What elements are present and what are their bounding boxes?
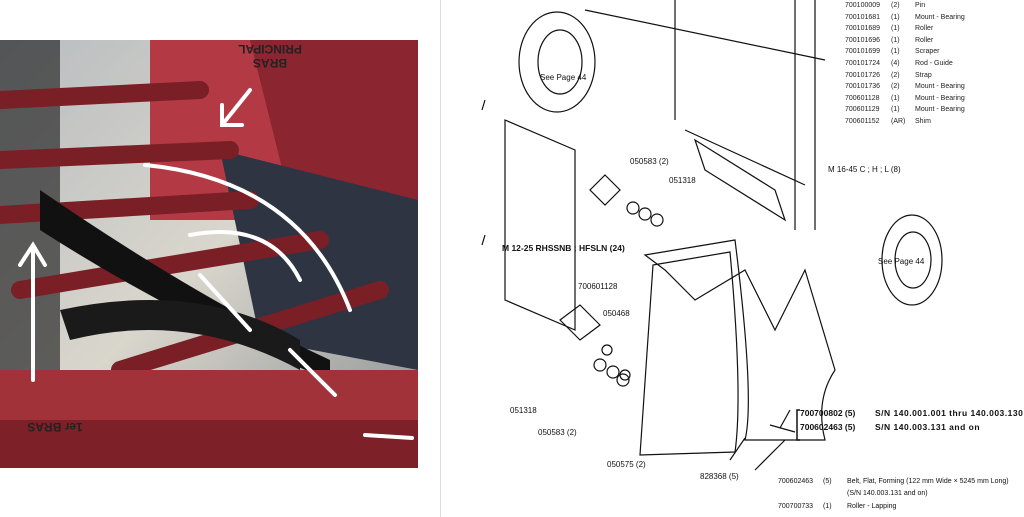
parts-list-row: 700100009 (2) Pin	[845, 0, 995, 12]
callout-828368: 828368 (5)	[700, 472, 739, 481]
part-qty: (2)	[891, 71, 900, 79]
footer-item-2-part: 700700733	[778, 503, 814, 510]
footer-item-1-desc2: (S/N 140.003.131 and on)	[847, 490, 928, 497]
forming-belt	[643, 239, 836, 441]
callout-050575: 050575 (2)	[607, 460, 646, 469]
part-qty: (1)	[891, 25, 900, 33]
part-description: Strap	[915, 71, 932, 79]
parts-list-row: 700101724 (4) Rod - Guide	[845, 58, 995, 70]
parts-list-row: 700101681 (1) Mount - Bearing	[845, 12, 995, 24]
part-description: Roller	[915, 25, 934, 33]
callout-051318-bottom: 051318	[510, 406, 537, 415]
part-number: 700101724	[845, 59, 881, 67]
page-divider	[440, 0, 441, 517]
part-qty: (AR)	[891, 117, 906, 125]
parts-list-row: 700101699 (1) Scraper	[845, 46, 995, 58]
callout-m16: M 16-45 C ; H ; L (8)	[828, 165, 901, 174]
part-qty: (1)	[891, 94, 900, 102]
part-number: 700101681	[845, 13, 881, 21]
part-description: Mount - Bearing	[915, 83, 965, 91]
part-number: 700601152	[845, 117, 880, 125]
wheel-top	[518, 11, 596, 113]
part-description: Mount - Bearing	[915, 94, 965, 102]
part-number: 700101736	[845, 83, 881, 91]
footer-item-2-desc: Roller - Lapping	[847, 503, 897, 510]
part-qty: (1)	[891, 36, 900, 44]
belt-ref-2-part: 700602463 (5)	[800, 422, 856, 432]
footer-item-1-desc: Belt, Flat, Forming (122 mm Wide × 5245 …	[847, 478, 1009, 485]
footer-item-1-part: 700602463	[778, 478, 814, 485]
parts-list-row: 700601152 (AR) Shim	[845, 116, 995, 128]
part-description: Roller	[915, 36, 934, 44]
callout-m12: M 12-25 RHSSNB ; HFSLN (24)	[502, 243, 625, 253]
part-description: Shim	[915, 117, 931, 125]
belt-ref-1-sn: S/N 140.001.001 thru 140.003.130	[875, 408, 1024, 418]
part-number: 700101726	[845, 71, 881, 79]
label-bras-principal: BRAS PRINCIPAL	[238, 42, 302, 70]
part-description: Rod - Guide	[915, 59, 953, 67]
label-1er-bras: 1er BRAS	[27, 420, 83, 434]
belt-ref-1-part: 700700802 (5)	[800, 408, 856, 418]
part-qty: (2)	[891, 2, 900, 9]
parts-list-row: 700101736 (2) Mount - Bearing	[845, 81, 995, 93]
part-number: 700101689	[845, 25, 881, 33]
part-number: 700601129	[845, 106, 880, 114]
callout-051318-top: 051318	[669, 176, 696, 185]
part-number: 700100009	[845, 2, 881, 9]
parts-list: 700100009 (2) Pin 700101681 (1) Mount - Beari…	[845, 0, 995, 128]
parts-list-row: 700601129 (1) Mount - Bearing	[845, 104, 995, 116]
part-qty: (1)	[891, 106, 900, 114]
part-number: 700101699	[845, 48, 881, 56]
part-qty: (1)	[891, 13, 900, 21]
part-description: Mount - Bearing	[915, 13, 965, 21]
callout-700601128: 700601128	[578, 282, 618, 291]
parts-diagram-panel: 700100009 (2) Pin 700101681 (1) Mount - Beari…	[445, 0, 1024, 517]
part-description: Scraper	[915, 48, 940, 56]
part-description: Mount - Bearing	[915, 106, 965, 114]
part-qty: (1)	[891, 48, 900, 56]
parts-list-row: 700101726 (2) Strap	[845, 70, 995, 82]
part-qty: (2)	[891, 83, 900, 91]
baler-photo	[0, 40, 418, 468]
callout-see-page-top: See Page 44	[540, 73, 587, 82]
callout-050583-bottom: 050583 (2)	[538, 428, 577, 437]
footer-item-2-qty: (1)	[823, 503, 832, 510]
callout-050583-top: 050583 (2)	[630, 157, 669, 166]
wheel-right	[881, 214, 943, 306]
part-qty: (4)	[891, 59, 900, 67]
parts-list-row: 700101696 (1) Roller	[845, 35, 995, 47]
footer-item-1-qty: (5)	[823, 478, 832, 485]
callout-see-page-right: See Page 44	[878, 257, 925, 266]
parts-list-row: 700101689 (1) Roller	[845, 23, 995, 35]
photo-panel: BRAS PRINCIPAL 1er BRAS	[0, 0, 432, 517]
part-number: 700101696	[845, 36, 881, 44]
callout-050468: 050468	[603, 309, 630, 318]
part-description: Pin	[915, 2, 926, 9]
exploded-diagram	[481, 0, 943, 471]
part-number: 700601128	[845, 94, 880, 102]
parts-list-row: 700601128 (1) Mount - Bearing	[845, 93, 995, 105]
belt-ref-2-sn: S/N 140.003.131 and on	[875, 422, 981, 432]
